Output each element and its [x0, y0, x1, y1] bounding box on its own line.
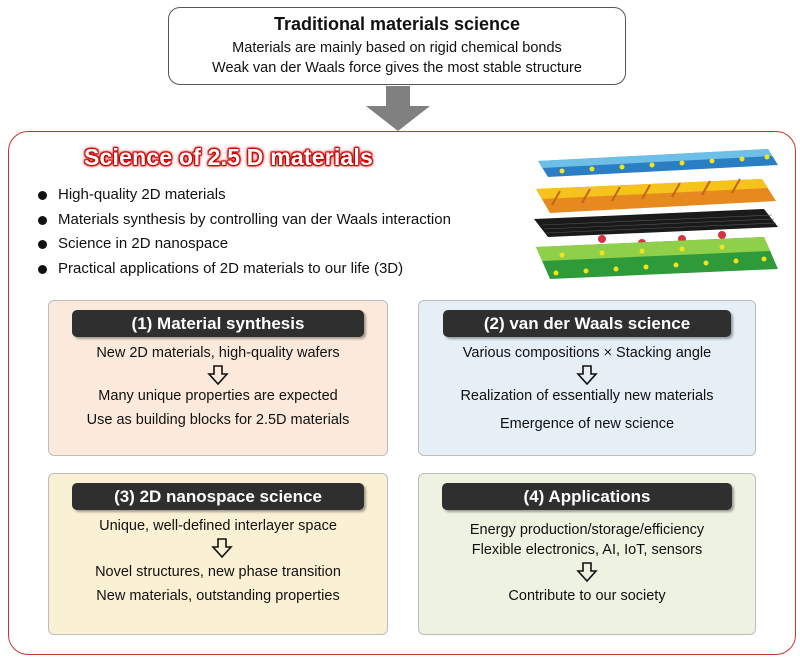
panel-text: Novel structures, new phase transition [95, 564, 341, 580]
bullet-item: High-quality 2D materials [38, 183, 451, 208]
down-arrow-icon [366, 86, 430, 131]
layered-material-illustration [534, 149, 778, 279]
down-arrow-icon [211, 538, 233, 558]
panel-text: Unique, well-defined interlayer space [99, 518, 337, 534]
panel-text: Use as building blocks for 2.5D material… [86, 412, 350, 428]
panel-text: Many unique properties are expected [98, 388, 338, 404]
panel-applications: (4) Applications Energy production/stora… [418, 473, 756, 635]
traditional-science-box: Traditional materials science Materials … [168, 7, 626, 85]
bullet-item: Materials synthesis by controlling van d… [38, 208, 451, 233]
traditional-science-line-1: Materials are mainly based on rigid chem… [232, 40, 562, 56]
bullet-dot-icon [38, 264, 47, 274]
bullet-dot-icon [38, 215, 47, 225]
panel-van-der-waals-science: (2) van der Waals science Various compos… [418, 300, 756, 456]
panel-text: Flexible electronics, AI, IoT, sensors [471, 542, 703, 558]
down-arrow-icon [207, 365, 229, 385]
panel-text: Contribute to our society [508, 588, 666, 604]
panel-text: Emergence of new science [499, 416, 675, 432]
bullet-list: High-quality 2D materials Materials synt… [38, 183, 451, 281]
bullet-dot-icon [38, 240, 47, 249]
panel-header: (1) Material synthesis [72, 310, 364, 337]
down-arrow-icon [576, 562, 598, 582]
panel-header: (3) 2D nanospace science [72, 483, 364, 510]
panel-header: (4) Applications [442, 483, 732, 510]
panel-text: New 2D materials, high-quality wafers [96, 345, 340, 361]
panel-text: New materials, outstanding properties [96, 588, 340, 604]
science-2-5d-title: Science of 2.5 D materials [84, 144, 374, 170]
bullet-dot-icon [38, 191, 47, 200]
panel-header: (2) van der Waals science [443, 310, 731, 337]
panel-2d-nanospace-science: (3) 2D nanospace science Unique, well-de… [48, 473, 388, 635]
panel-text: Various compositions × Stacking angle [462, 345, 712, 361]
panel-text: Energy production/storage/efficiency [469, 522, 705, 538]
bullet-item: Practical applications of 2D materials t… [38, 257, 451, 282]
down-arrow-icon [576, 365, 598, 385]
panel-text: Realization of essentially new materials [460, 388, 714, 404]
panel-material-synthesis: (1) Material synthesis New 2D materials,… [48, 300, 388, 456]
traditional-science-line-2: Weak van der Waals force gives the most … [212, 60, 582, 76]
traditional-science-title: Traditional materials science [273, 14, 521, 34]
bullet-item: Science in 2D nanospace [38, 232, 451, 257]
